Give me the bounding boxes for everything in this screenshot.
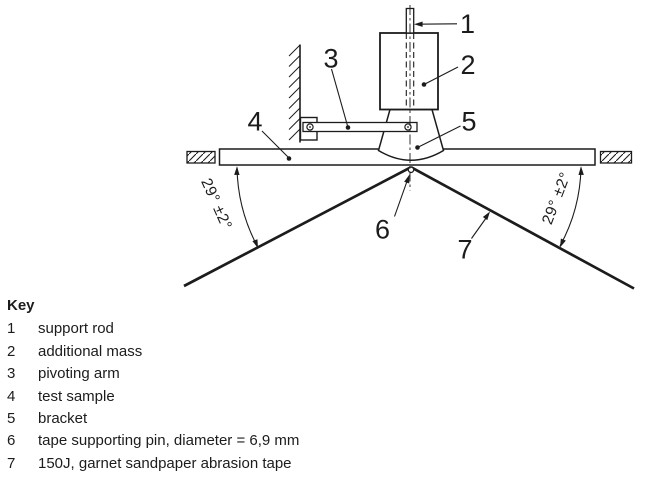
callout-1-support-rod: 1 bbox=[460, 9, 475, 39]
tape-supporting-pin bbox=[407, 166, 415, 174]
left-clamp bbox=[186, 150, 216, 164]
mass-block bbox=[379, 32, 439, 111]
key-title: Key bbox=[7, 297, 35, 314]
key-item-label: pivoting arm bbox=[38, 365, 120, 383]
leader-lines bbox=[261, 23, 488, 239]
leader-dots bbox=[286, 82, 427, 161]
key-legend: Key 1 support rod 2 additional mass 3 pi… bbox=[7, 295, 299, 475]
key-item-number: 5 bbox=[7, 410, 16, 428]
key-item-tape-supporting-pin: 6 tape supporting pin, diameter = 6,9 mm bbox=[7, 430, 299, 452]
key-item-label: 150J, garnet sandpaper abrasion tape bbox=[38, 454, 292, 472]
callout-7-tape: 7 bbox=[457, 235, 472, 265]
bracket-shape bbox=[377, 108, 445, 161]
key-item-label: bracket bbox=[38, 410, 88, 428]
key-item-number: 2 bbox=[7, 342, 16, 360]
callout-2-mass: 2 bbox=[460, 50, 475, 80]
key-item-bracket: 5 bracket bbox=[7, 408, 299, 430]
key-item-number: 1 bbox=[7, 320, 16, 338]
key-item-number: 4 bbox=[7, 387, 16, 405]
pivoting-arm-shape bbox=[302, 121, 418, 133]
key-item-number: 6 bbox=[7, 432, 16, 450]
key-item-abrasion-tape: 7 150J, garnet sandpaper abrasion tape bbox=[7, 453, 299, 475]
callout-6-pin: 6 bbox=[375, 215, 390, 245]
wall-hatching bbox=[288, 44, 301, 141]
key-item-test-sample: 4 test sample bbox=[7, 386, 299, 408]
key-item-label: additional mass bbox=[38, 342, 143, 360]
right-clamp bbox=[599, 150, 633, 164]
key-item-label: support rod bbox=[38, 320, 114, 338]
callout-5-bracket: 5 bbox=[461, 107, 476, 137]
key-item-number: 3 bbox=[7, 365, 16, 383]
abrasion-tape bbox=[183, 166, 635, 290]
key-item-label: tape supporting pin, diameter = 6,9 mm bbox=[38, 432, 300, 450]
angle-label-left: 29° ±2° bbox=[197, 176, 235, 233]
key-item-support-rod: 1 support rod bbox=[7, 318, 299, 340]
key-item-label: test sample bbox=[38, 387, 115, 405]
key-item-pivoting-arm: 3 pivoting arm bbox=[7, 363, 299, 385]
key-item-additional-mass: 2 additional mass bbox=[7, 341, 299, 363]
angle-label-right: 29° ±2° bbox=[539, 170, 574, 227]
support-rod-hidden-lines bbox=[405, 33, 415, 110]
key-item-number: 7 bbox=[7, 454, 16, 472]
callout-4-test-sample: 4 bbox=[247, 107, 262, 137]
callout-3-pivoting-arm: 3 bbox=[323, 44, 338, 74]
